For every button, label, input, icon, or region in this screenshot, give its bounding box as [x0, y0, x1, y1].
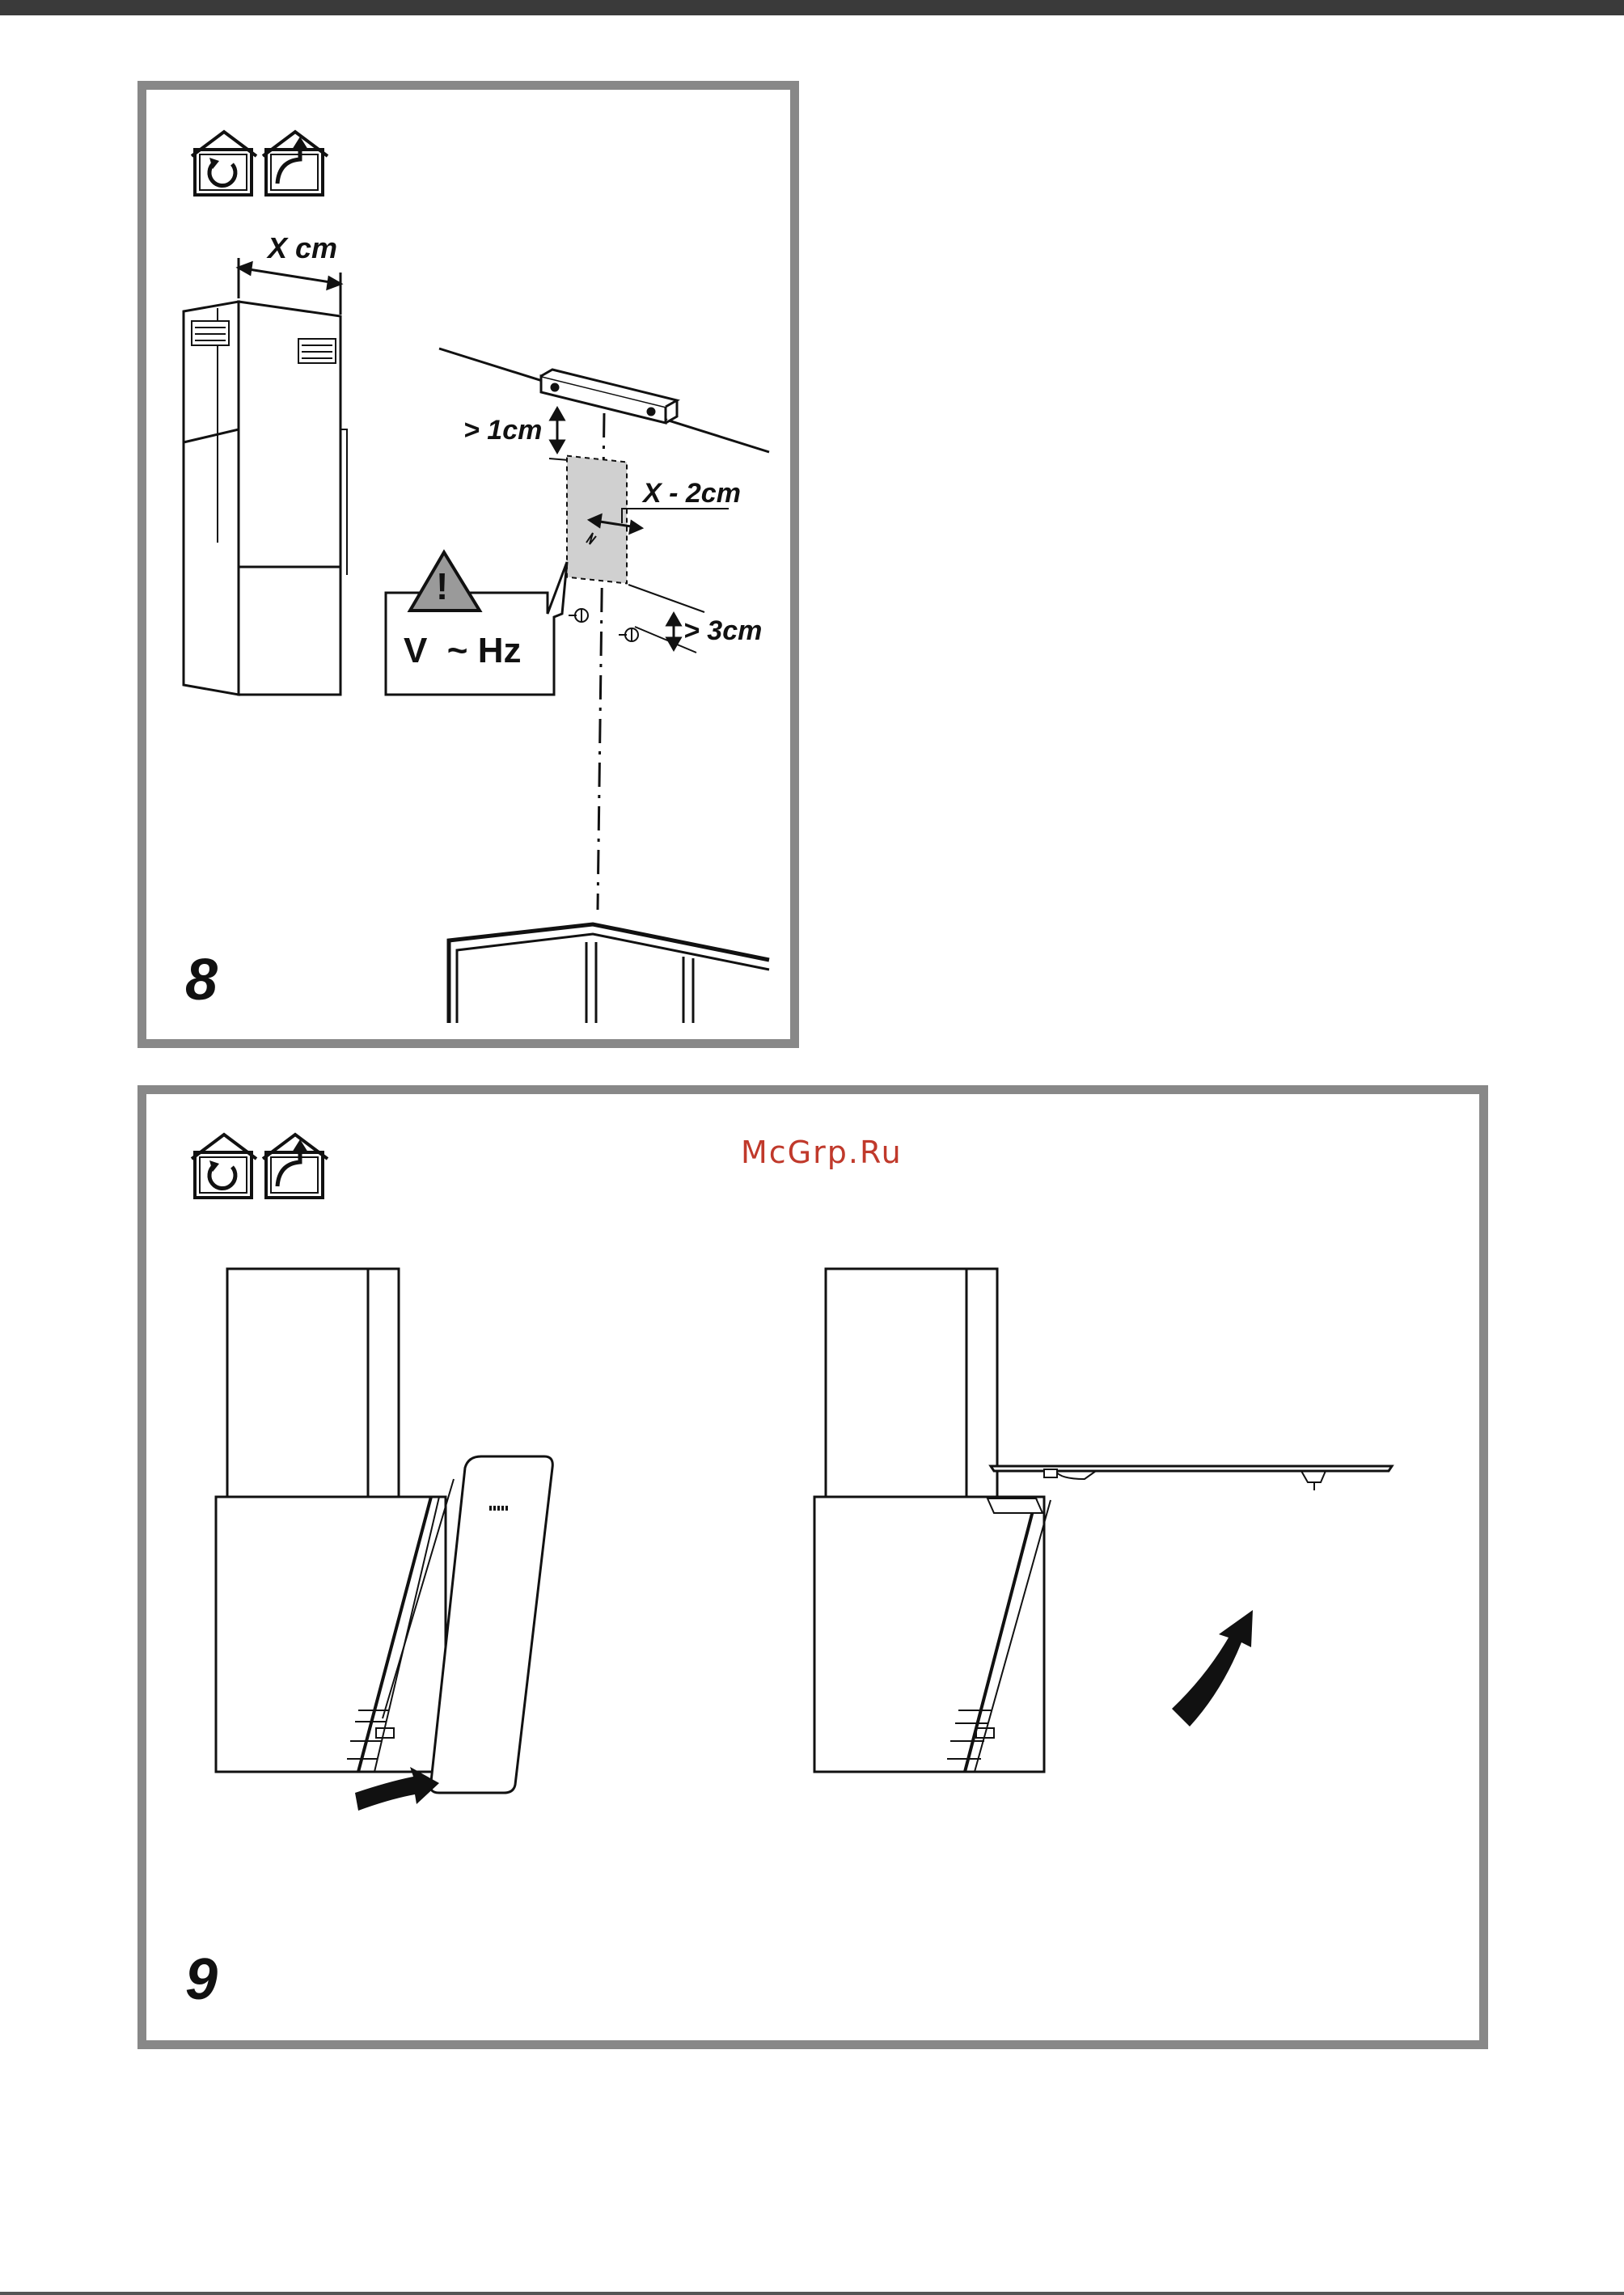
wall-plugs: [569, 609, 638, 641]
figure-number: 8: [185, 947, 218, 1013]
cooktop-cabinet: [449, 924, 769, 1023]
box-width-label: X - 2cm: [641, 478, 741, 509]
figure-9-illustration: [146, 1094, 1479, 2040]
electrical-warning-callout: [386, 552, 567, 695]
figure-8-illustration: X cm > 1cm X -: [146, 90, 790, 1039]
lift-arrow-icon: [1172, 1610, 1253, 1727]
figure-number: 9: [185, 1946, 218, 2013]
page-header-bar: [0, 0, 1624, 15]
hood-left-panel-closed: [216, 1269, 446, 1772]
ducted-extraction-icon: [263, 1135, 328, 1198]
side-clearance-label: > 3cm: [683, 615, 762, 646]
chimney-covers: [184, 302, 347, 695]
recirculation-icon: [192, 1135, 256, 1198]
warning-exclamation: !: [436, 565, 448, 607]
top-clearance-dimension: [549, 408, 588, 462]
electrical-rating-label: V ~ Hz: [404, 631, 522, 670]
top-clearance-label: > 1cm: [463, 415, 542, 446]
hood-right-panel-raised: [814, 1269, 1051, 1772]
push-arrow-icon: [355, 1767, 439, 1811]
figure-9-panel: McGrp.Ru 9: [137, 1085, 1488, 2049]
figure-8-panel: X cm > 1cm X -: [137, 81, 799, 1048]
watermark-text: McGrp.Ru: [741, 1135, 903, 1170]
recirculation-icon: [192, 132, 256, 195]
width-label: X cm: [266, 231, 337, 264]
page-footer-line: [0, 2292, 1624, 2295]
ducted-extraction-icon: [263, 132, 328, 195]
glass-panel-horizontal: [991, 1466, 1392, 1490]
